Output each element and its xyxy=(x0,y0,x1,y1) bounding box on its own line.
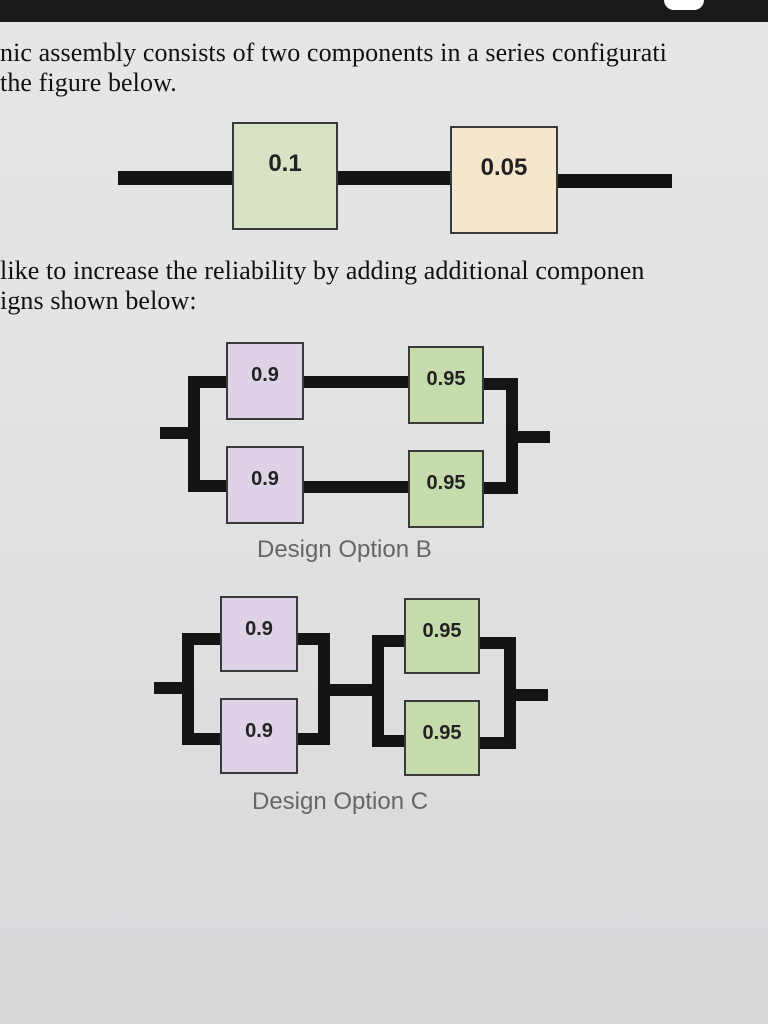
c-component-bottom-right: 0.95 xyxy=(404,700,480,776)
design-option-b-caption: Design Option B xyxy=(257,536,432,563)
b-top-link xyxy=(302,376,410,388)
b-component-top-right: 0.95 xyxy=(408,346,484,424)
b-top-left-value: 0.9 xyxy=(251,364,279,386)
intro-paragraph: nic assembly consists of two components … xyxy=(0,38,667,98)
c-component-top-left: 0.9 xyxy=(220,596,298,672)
b-component-bottom-right: 0.95 xyxy=(408,450,484,528)
b-left-bus xyxy=(188,376,200,492)
c-stub-1b xyxy=(182,733,222,745)
wire-output xyxy=(556,174,672,188)
bezel-highlight xyxy=(664,0,704,10)
b-bottom-link xyxy=(302,481,410,493)
design-option-c-caption: Design Option C xyxy=(252,788,429,815)
component-2: 0.05 xyxy=(450,126,558,234)
component-1: 0.1 xyxy=(232,122,338,230)
c-stub-2b xyxy=(372,735,408,747)
intro-line-1: nic assembly consists of two components … xyxy=(0,38,668,67)
c-bottom-left-value: 0.9 xyxy=(245,720,273,742)
c-bottom-right-value: 0.95 xyxy=(422,722,462,744)
c-stub-1a xyxy=(182,633,222,645)
b-component-top-left: 0.9 xyxy=(226,342,304,420)
c-component-bottom-left: 0.9 xyxy=(220,698,298,774)
c-left-bus-2 xyxy=(372,635,384,747)
b-bottom-right-value: 0.95 xyxy=(426,472,466,494)
c-top-right-value: 0.95 xyxy=(422,620,462,642)
b-component-bottom-left: 0.9 xyxy=(226,446,304,524)
design-line-2: igns shown below: xyxy=(0,286,197,315)
c-component-top-right: 0.95 xyxy=(404,598,480,674)
design-line-1: like to increase the reliability by addi… xyxy=(0,256,645,285)
design-paragraph: like to increase the reliability by addi… xyxy=(0,256,644,316)
c-output-wire xyxy=(504,689,548,701)
b-input-wire xyxy=(160,427,194,439)
c-input-wire xyxy=(154,682,186,694)
intro-line-2: the figure below. xyxy=(0,68,177,97)
c-top-left-value: 0.9 xyxy=(245,618,273,640)
c-stub-2a xyxy=(372,635,408,647)
wire-middle xyxy=(336,171,452,185)
b-left-bottom-stub xyxy=(188,480,228,492)
c-left-bus-1 xyxy=(182,633,194,745)
component-1-value: 0.1 xyxy=(268,150,302,177)
screen-top-bezel xyxy=(0,0,768,22)
b-output-wire xyxy=(506,431,550,443)
b-bottom-left-value: 0.9 xyxy=(251,468,279,490)
b-top-right-value: 0.95 xyxy=(426,368,466,390)
component-2-value: 0.05 xyxy=(480,154,528,181)
b-left-top-stub xyxy=(188,376,228,388)
wire-input xyxy=(118,171,234,185)
c-middle-wire xyxy=(318,684,378,696)
